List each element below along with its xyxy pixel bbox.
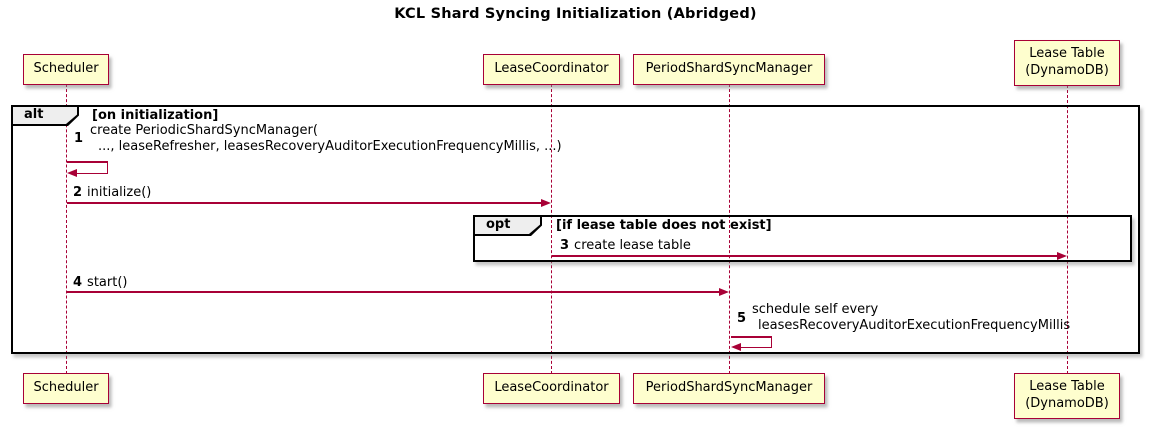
message-3-number: 3 [560,238,570,253]
message-1-arrowhead [67,169,77,177]
lifeline-leasecoordinator [551,84,552,374]
participant-leasecoordinator-top: LeaseCoordinator [483,54,620,85]
message-2-number: 2 [73,185,83,200]
message-1-line1: create PeriodicShardSyncManager( [90,123,318,138]
message-3-label: create lease table [574,238,691,253]
message-4-text: 4 start() [73,275,127,291]
alt-frame-tab-fill [13,107,77,124]
message-2-label: initialize() [87,185,152,200]
alt-frame-tab: alt [13,107,79,126]
participant-label: PeriodShardSyncManager [645,380,813,396]
participant-label: PeriodShardSyncManager [645,61,813,77]
participant-scheduler-top: Scheduler [23,54,109,85]
message-1-selfloop-side [106,161,109,174]
alt-frame-label: alt [24,107,44,122]
participant-label: Scheduler [33,380,99,396]
participant-sublabel: (DynamoDB) [1025,396,1109,411]
diagram-title: KCL Shard Syncing Initialization (Abridg… [394,6,757,22]
participant-label: Lease Table [1029,379,1105,395]
message-4-arrowhead [719,287,729,296]
participant-label: Scheduler [33,61,99,77]
message-4-label: start() [87,275,128,290]
participant-leasetable-top: Lease Table (DynamoDB) [1014,40,1120,86]
lifeline-periodshardsyncmanager [729,84,730,374]
participant-periodshardsyncmanager-bottom: PeriodShardSyncManager [633,373,825,404]
lifeline-leasetable [1067,85,1068,374]
participant-label: LeaseCoordinator [494,380,609,396]
message-4-line [67,291,720,293]
opt-frame-tab: opt [475,217,542,236]
message-1-line2: ..., leaseRefresher, leasesRecoveryAudit… [98,139,562,154]
participant-scheduler-bottom: Scheduler [23,373,109,404]
message-5-selfloop-top [731,336,772,338]
participant-leasecoordinator-bottom: LeaseCoordinator [483,373,620,404]
lifeline-scheduler [66,84,67,374]
message-5-selfloop-bottom [741,346,772,349]
message-2-arrowhead [541,198,551,207]
alt-frame: alt [on initialization] [11,105,1140,354]
message-5-line1: schedule self every [752,302,879,317]
message-3-arrowhead [1057,251,1067,260]
message-5-number: 5 [737,311,747,326]
opt-frame-tab-fill [475,217,540,234]
opt-frame-guard: [if lease table does not exist] [556,218,772,233]
message-2-line [67,202,542,204]
message-3-text: 3 create lease table [560,238,691,254]
message-3-line [552,255,1058,257]
message-5-selfloop-side [770,336,773,348]
message-1-selfloop-bottom [77,172,108,175]
participant-sublabel: (DynamoDB) [1025,63,1109,78]
message-5-arrowhead [731,343,741,351]
message-1-text: create PeriodicShardSyncManager( ..., le… [90,123,562,155]
participant-label: Lease Table [1029,46,1105,62]
participant-label: LeaseCoordinator [494,61,609,77]
opt-frame-label: opt [486,217,511,232]
participant-leasetable-bottom: Lease Table (DynamoDB) [1014,373,1120,419]
message-5-line2: leasesRecoveryAuditorExecutionFrequencyM… [758,318,1071,333]
message-2-text: 2 initialize() [73,185,151,201]
message-4-number: 4 [73,275,83,290]
opt-frame: opt [if lease table does not exist] [473,215,1132,262]
message-5-text: schedule self every leasesRecoveryAudito… [752,302,1070,334]
alt-frame-guard: [on initialization] [92,108,219,123]
participant-periodshardsyncmanager-top: PeriodShardSyncManager [633,54,825,85]
message-1-number: 1 [74,131,84,146]
message-1-selfloop-top [67,161,108,163]
